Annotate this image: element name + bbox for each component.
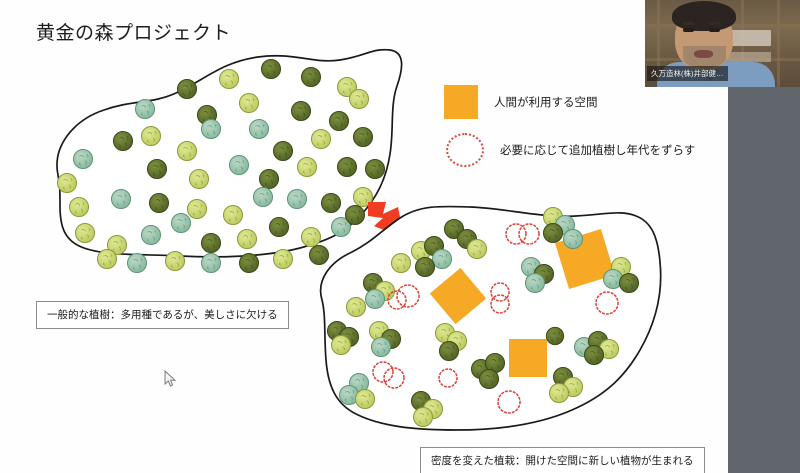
mouse-cursor: [164, 370, 177, 387]
participant-mouth: [694, 50, 713, 58]
wood-plank-icon: [657, 0, 660, 87]
participant-eyebrow: [708, 22, 721, 25]
red-dotted-circle-swatch-icon: [446, 133, 484, 167]
caption-uniform-planting: 一般的な植樹：多用種であるが、美しさに欠ける: [36, 301, 289, 329]
future-planting-markers: [372, 223, 619, 414]
participant-eye: [683, 28, 694, 32]
wood-plank-icon: [777, 0, 780, 87]
legend-label-open-space: 人間が利用する空間: [494, 97, 598, 109]
legend-item-future-planting: 必要に応じて追加植樹し年代をずらす: [444, 126, 714, 174]
page-title: 黄金の森プロジェクト: [36, 23, 232, 44]
legend-item-open-space: 人間が利用する空間: [444, 78, 714, 126]
legend-label-future-planting: 必要に応じて追加植樹し年代をずらす: [500, 145, 696, 157]
orange-square-swatch-icon: [444, 85, 478, 119]
forest-diagram: [56, 48, 662, 431]
legend: 人間が利用する空間 必要に応じて追加植樹し年代をずらす: [444, 78, 714, 174]
participant-video-tile[interactable]: 久万造林(株)井部健…: [645, 0, 800, 87]
participant-hair: [672, 1, 736, 31]
shelf-object: [719, 52, 771, 62]
caption-varied-density: 密度を変えた植栽：開けた空間に新しい植物が生まれる: [420, 447, 705, 473]
presentation-slide: 黄金の森プロジェクト: [36, 23, 714, 473]
participant-eyebrow: [682, 22, 695, 25]
participant-name-label: 久万造林(株)井部健…: [647, 66, 728, 81]
participant-eye: [709, 28, 720, 32]
